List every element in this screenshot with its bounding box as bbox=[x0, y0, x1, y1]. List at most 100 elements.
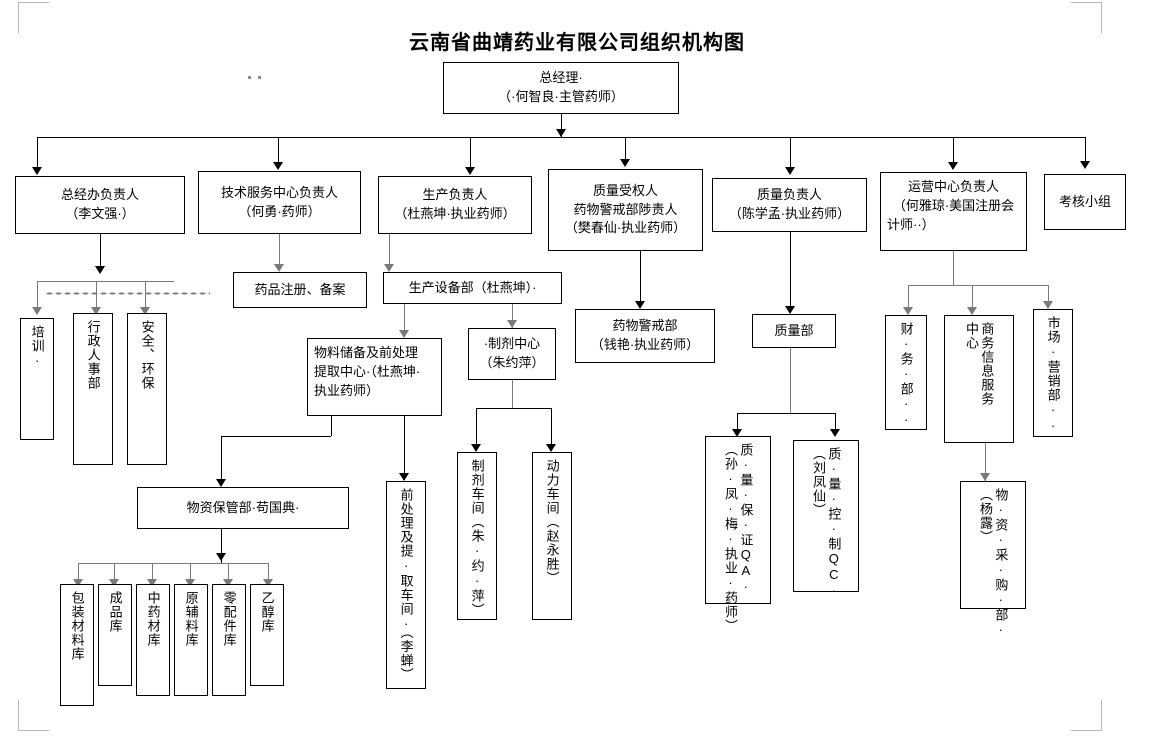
node-label-line1: 质量负责人 bbox=[756, 187, 822, 203]
node-business-info-service-center[interactable]: 商务信息服务 中心 bbox=[944, 315, 1014, 443]
node-raw-auxiliary-warehouse[interactable]: 原辅料库 bbox=[174, 584, 208, 696]
node-production-head[interactable]: 生产负责人 （杜燕坤·执业药师） bbox=[378, 176, 532, 234]
arrow-to-qhead bbox=[785, 167, 795, 175]
node-quality-assurance-qa[interactable]: 质·量·保·证QA· （孙·凤·梅·执业·药师） bbox=[705, 436, 771, 633]
arrow-to-qc bbox=[830, 429, 840, 437]
arrow-to-assess bbox=[1080, 161, 1090, 169]
node-ethanol-warehouse[interactable]: 乙醇库 bbox=[250, 584, 284, 686]
node-label-line1: 质量部 bbox=[774, 322, 814, 338]
node-materials-purchasing-dept[interactable]: 物·资·采·购·部· （杨露） bbox=[960, 481, 1026, 638]
connector-storage-drop bbox=[221, 436, 222, 485]
node-label-col1: 市场·营销部·· bbox=[1045, 316, 1061, 434]
arrow-to-power-workshop bbox=[546, 444, 556, 452]
node-label-line1: 药物警戒部 bbox=[612, 318, 678, 334]
connector-drop-bizinfo bbox=[972, 285, 973, 313]
node-training[interactable]: 培训· bbox=[20, 318, 54, 440]
connector-drop-hr bbox=[96, 281, 97, 313]
arrow-to-pharmacovigilance bbox=[635, 301, 645, 309]
node-gm-office[interactable]: 总经办负责人 （李文强·） bbox=[15, 176, 185, 234]
connector-drop-qp bbox=[625, 137, 626, 165]
node-label-col1: 动力车间（赵永胜） bbox=[544, 459, 560, 585]
node-production-equipment-dept[interactable]: 生产设备部（杜燕坤）· bbox=[383, 272, 562, 304]
connector-drop-parts-warehouse bbox=[228, 563, 229, 585]
formatting-mark-dot bbox=[258, 76, 261, 79]
connector-drop-ops bbox=[953, 137, 954, 168]
node-label-line2: 药物警戒部陟责人 bbox=[573, 201, 678, 217]
connector-prep-down bbox=[512, 380, 513, 408]
node-label-line1: 考核小组 bbox=[1058, 193, 1111, 209]
node-label-line1: ·制剂中心 bbox=[483, 336, 541, 352]
node-label-line2: （·何智良·主管药师） bbox=[498, 89, 624, 104]
arrow-to-qp bbox=[620, 159, 630, 167]
node-herbal-material-warehouse[interactable]: 中药材库 bbox=[136, 584, 170, 696]
connector-bizinfo-down bbox=[985, 443, 986, 481]
node-label-line3: （樊春仙·执业药师） bbox=[564, 220, 687, 236]
node-drug-registration[interactable]: 药品注册、备案 bbox=[233, 272, 367, 308]
node-label-col1: 成品库 bbox=[107, 591, 123, 633]
page-corner-mark-bottom-left bbox=[18, 700, 49, 731]
arrow-to-prod bbox=[465, 167, 475, 175]
node-label-line2: （陈学孟·执业药师） bbox=[728, 206, 851, 221]
connector-drop-marketing bbox=[1048, 285, 1049, 307]
node-pretreatment-extraction-workshop[interactable]: 前处理及提·取车间·（李蝉） bbox=[386, 481, 426, 689]
connector-drop-gmoffice bbox=[37, 137, 38, 173]
node-quality-authorized-person[interactable]: 质量受权人 药物警戒部陟责人 （樊春仙·执业药师） bbox=[548, 169, 703, 251]
node-power-workshop[interactable]: 动力车间（赵永胜） bbox=[532, 452, 572, 620]
node-label-col1: 前处理及提·取车间·（李蝉） bbox=[398, 488, 414, 682]
node-quality-head[interactable]: 质量负责人 （陈学孟·执业药师） bbox=[712, 178, 867, 232]
node-general-manager[interactable]: 总经理· （·何智良·主管药师） bbox=[443, 62, 679, 114]
node-label-line1: 运营中心负责人 bbox=[907, 179, 999, 194]
node-materials-storage-dept[interactable]: 物资保管部·苟国典· bbox=[137, 487, 349, 529]
node-label-col2: 中心 bbox=[964, 322, 979, 350]
arrow-to-raw-warehouse bbox=[185, 579, 195, 587]
node-finance-dept[interactable]: 财·务·部·· bbox=[885, 315, 927, 430]
node-assessment-group[interactable]: 考核小组 bbox=[1044, 174, 1126, 230]
connector-qp-down bbox=[640, 251, 641, 307]
node-packaging-material-warehouse[interactable]: 包装材料库 bbox=[60, 584, 94, 706]
node-quality-control-qc[interactable]: 质·量·控·制QC· （刘凤仙） bbox=[793, 440, 859, 599]
node-label-col1: 原辅料库 bbox=[183, 591, 199, 647]
node-material-storage-pretreatment-center[interactable]: 物料储备及前处理 提取中心·（杜燕坤· 执业药师） bbox=[307, 338, 442, 416]
connector-drop-ethanol-warehouse bbox=[268, 563, 269, 585]
node-label-col1: 商务信息服务 bbox=[979, 322, 995, 406]
node-label-col1: 中药材库 bbox=[145, 591, 161, 647]
node-label-col1: 质·量·控·制QC· bbox=[826, 447, 842, 599]
arrow-to-herb-warehouse bbox=[147, 579, 157, 587]
arrow-to-quality-dept bbox=[785, 306, 795, 314]
node-label-line3: 执业药师） bbox=[314, 382, 380, 398]
connector-ops-down bbox=[953, 251, 954, 285]
node-marketing-dept[interactable]: 市场·营销部·· bbox=[1033, 309, 1073, 437]
node-spare-parts-warehouse[interactable]: 零配件库 bbox=[212, 584, 246, 696]
connector-bus-quality bbox=[737, 413, 835, 414]
connector-drop-prepshop bbox=[476, 408, 477, 450]
page-corner-mark-top-right bbox=[1071, 2, 1102, 33]
arrow-gm-to-bus bbox=[556, 129, 566, 137]
connector-material-to-pretreat bbox=[404, 416, 405, 479]
node-preparation-center[interactable]: ·制剂中心 （朱约萍） bbox=[468, 328, 556, 380]
node-label-line1: 技术服务中心负责人 bbox=[220, 184, 338, 200]
node-label-line2: 提取中心·（杜燕坤· bbox=[314, 363, 421, 379]
node-pharmacovigilance-dept[interactable]: 药物警戒部 （钱艳·执业药师） bbox=[575, 309, 715, 363]
node-safety-environment[interactable]: 安全、环保 bbox=[127, 313, 167, 465]
node-admin-hr-dept[interactable]: 行政人事部 bbox=[73, 313, 113, 465]
connector-drop-safety bbox=[145, 281, 146, 313]
arrow-to-packaging-warehouse bbox=[73, 579, 83, 587]
node-label-col2: （杨露） bbox=[978, 488, 993, 544]
node-finished-goods-warehouse[interactable]: 成品库 bbox=[98, 584, 132, 686]
connector-material-down bbox=[331, 416, 332, 436]
arrow-to-safety bbox=[140, 307, 150, 315]
node-technical-service-center[interactable]: 技术服务中心负责人 （何勇·药师） bbox=[198, 171, 361, 234]
node-label-line1: 生产负责人 bbox=[422, 187, 488, 203]
arrow-storage-split bbox=[216, 553, 226, 561]
node-quality-dept[interactable]: 质量部 bbox=[752, 314, 836, 348]
node-label-col1: 乙醇库 bbox=[259, 591, 275, 633]
node-preparation-workshop[interactable]: 制剂车间（朱·约·萍） bbox=[457, 452, 497, 620]
node-operations-center[interactable]: 运营中心负责人 （何雅琼·美国注册会 计师··） bbox=[880, 172, 1027, 251]
arrow-to-finance-dept bbox=[903, 307, 913, 315]
arrow-to-preparation-workshop bbox=[471, 444, 481, 452]
connector-drop-finance bbox=[908, 285, 909, 313]
node-label-line1: 总经办负责人 bbox=[60, 187, 139, 203]
node-label-line2: （何勇·药师） bbox=[238, 203, 321, 219]
arrow-to-marketing-dept bbox=[1043, 301, 1053, 309]
